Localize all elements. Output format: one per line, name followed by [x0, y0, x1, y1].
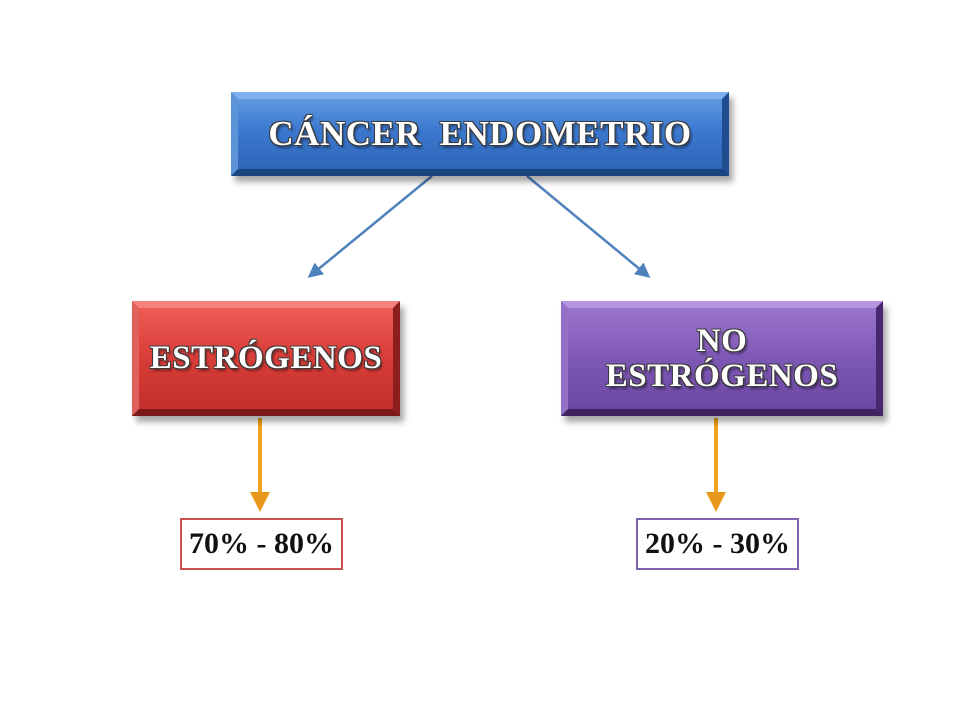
root-node-label: CÁNCER ENDOMETRIO [268, 113, 692, 153]
percentage-box-estrogenos: 70% - 80% [180, 518, 343, 570]
node-no-estrogenos-line2: ESTRÓGENOS [605, 357, 839, 394]
node-no-estrogenos: NO ESTRÓGENOS [561, 301, 883, 416]
arrow-root-to-right [526, 175, 651, 278]
node-no-estrogenos-label: NO ESTRÓGENOS [606, 324, 838, 393]
node-estrogenos: ESTRÓGENOS [132, 301, 400, 416]
percentage-no-estrogenos-text: 20% - 30% [645, 527, 790, 560]
node-estrogenos-label: ESTRÓGENOS [149, 340, 383, 377]
root-node-cancer-endometrio: CÁNCER ENDOMETRIO [231, 92, 729, 176]
percentage-estrogenos-text: 70% - 80% [189, 527, 334, 560]
node-no-estrogenos-line1: NO [696, 322, 748, 359]
percentage-box-no-estrogenos: 20% - 30% [636, 518, 799, 570]
arrow-root-to-left [307, 175, 433, 278]
